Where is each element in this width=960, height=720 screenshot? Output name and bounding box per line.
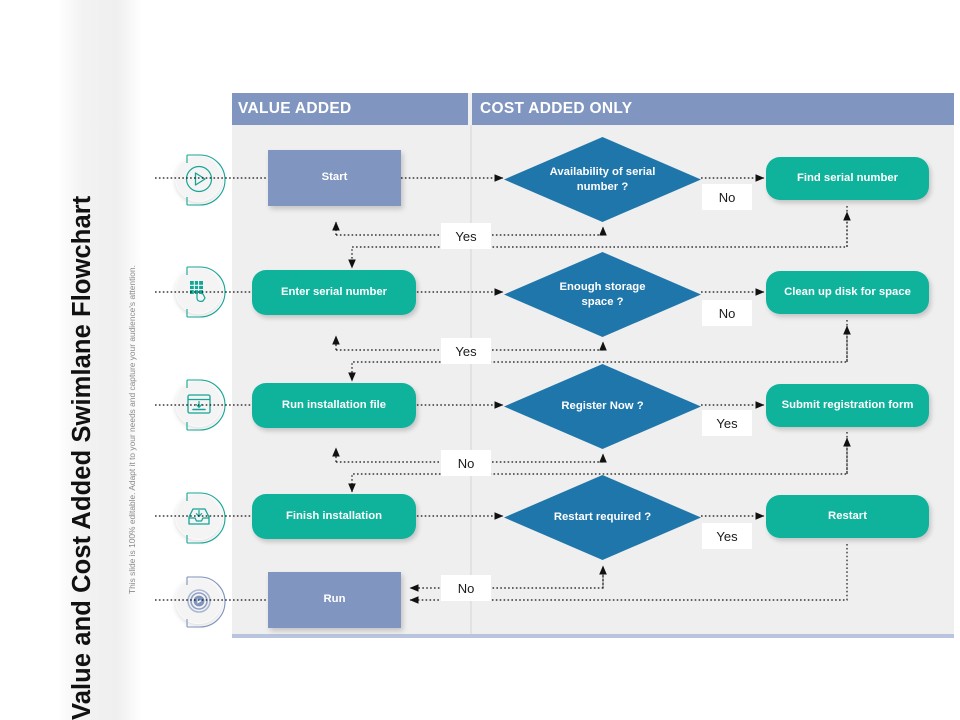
sidebar-icon-4[interactable] — [172, 490, 228, 546]
node-enter-serial-number[interactable]: Enter serial number — [252, 270, 416, 315]
sidebar-icon-3[interactable] — [172, 377, 228, 433]
page-title: Value and Cost Added Swimlane Flowchart — [67, 195, 96, 720]
lane-header-cost-added-only: COST ADDED ONLY — [472, 93, 954, 125]
icon-arc — [186, 154, 226, 206]
play-circle-icon — [175, 155, 222, 202]
icon-arc — [186, 492, 226, 544]
node-clean-up-disk-for-space[interactable]: Clean up disk for space — [766, 271, 929, 314]
node-finish-installation[interactable]: Finish installation — [252, 494, 416, 539]
lane-divider — [470, 125, 472, 634]
title-rail — [58, 0, 142, 720]
lane-header-value-added: VALUE ADDED — [232, 93, 468, 125]
node-run[interactable]: Run — [268, 572, 401, 628]
sidebar-icon-5[interactable] — [172, 574, 228, 630]
sidebar-icon-2[interactable] — [172, 264, 228, 320]
edge-label-row1-right: No — [702, 184, 752, 210]
sidebar-icon-1[interactable] — [172, 152, 228, 208]
node-restart[interactable]: Restart — [766, 495, 929, 538]
node-submit-registration-form[interactable]: Submit registration form — [766, 384, 929, 427]
node-start[interactable]: Start — [268, 150, 401, 206]
keypad-hand-icon — [175, 267, 222, 314]
diamond-label: Register Now ? — [561, 400, 644, 413]
node-restart-required[interactable]: Restart required ? — [503, 474, 702, 561]
edge-label-row2-right: No — [702, 300, 752, 326]
diamond-label: Restart required ? — [553, 511, 652, 524]
edge-label-row2-loop: Yes — [441, 338, 491, 364]
slide-subtitle: This slide is 100% editable. Adapt it to… — [127, 265, 137, 594]
window-download-icon — [175, 380, 222, 427]
edge-label-row5-loop: No — [441, 575, 491, 601]
edge-label-row3-loop: No — [441, 450, 491, 476]
edge-label-row3-right: Yes — [702, 410, 752, 436]
spiral-play-icon — [175, 577, 222, 624]
node-find-serial-number[interactable]: Find serial number — [766, 157, 929, 200]
node-run-installation-file[interactable]: Run installation file — [252, 383, 416, 428]
icon-arc — [186, 576, 226, 628]
inbox-download-icon — [175, 493, 222, 540]
edge-label-row1-loop: Yes — [441, 223, 491, 249]
panel-underline — [232, 634, 954, 638]
edge-label-row4-right: Yes — [702, 523, 752, 549]
node-register-now[interactable]: Register Now ? — [503, 363, 702, 450]
